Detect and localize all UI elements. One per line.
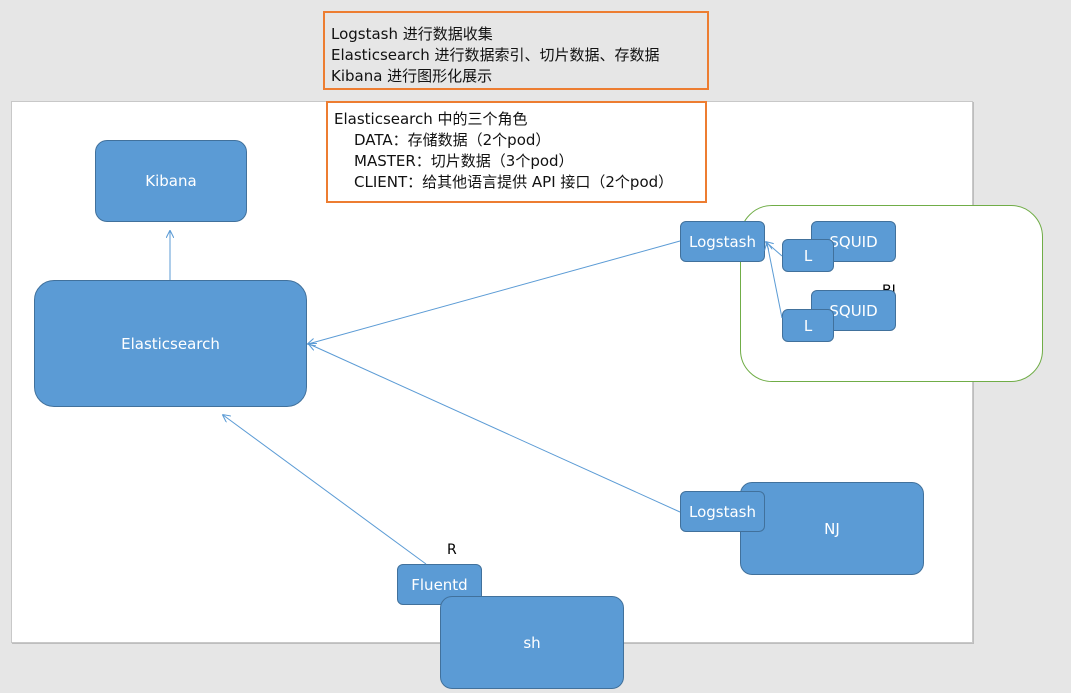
logstash-label-nj: Logstash xyxy=(688,502,756,521)
note-line-kibana: Kibana 进行图形化展示 xyxy=(331,67,493,85)
l-node-1[interactable]: L xyxy=(782,239,834,272)
note-line-logstash: Logstash 进行数据收集 xyxy=(331,25,493,43)
role-master: MASTER：切片数据（3个pod） xyxy=(354,152,574,170)
l-label-2: L xyxy=(803,316,813,335)
role-client: CLIENT：给其他语言提供 API 接口（2个pod） xyxy=(354,173,674,191)
r-label: R xyxy=(447,542,457,558)
elasticsearch-node[interactable]: Elasticsearch xyxy=(34,280,307,407)
roles-title: Elasticsearch 中的三个角色 xyxy=(334,110,528,128)
logstash-node-bj[interactable]: Logstash xyxy=(680,221,765,262)
sh-label: sh xyxy=(523,633,541,652)
note-line-elasticsearch: Elasticsearch 进行数据索引、切片数据、存数据 xyxy=(331,46,660,64)
l-node-2[interactable]: L xyxy=(782,309,834,342)
nj-label: NJ xyxy=(824,519,840,538)
logstash-label-bj: Logstash xyxy=(688,232,756,251)
squid-label-2: SQUID xyxy=(829,301,878,320)
role-data: DATA：存储数据（2个pod） xyxy=(354,131,551,149)
kibana-node[interactable]: Kibana xyxy=(95,140,247,222)
sh-node[interactable]: sh xyxy=(440,596,624,689)
nj-node[interactable]: NJ xyxy=(740,482,924,575)
fluentd-label: Fluentd xyxy=(411,575,468,594)
logstash-node-nj[interactable]: Logstash xyxy=(680,491,765,532)
elasticsearch-label: Elasticsearch xyxy=(121,334,220,353)
squid-label-1: SQUID xyxy=(829,232,878,251)
l-label-1: L xyxy=(803,246,813,265)
kibana-label: Kibana xyxy=(145,172,197,190)
summary-note: Logstash 进行数据收集 Elasticsearch 进行数据索引、切片数… xyxy=(323,11,709,90)
roles-note: Elasticsearch 中的三个角色 DATA：存储数据（2个pod） MA… xyxy=(326,101,707,203)
